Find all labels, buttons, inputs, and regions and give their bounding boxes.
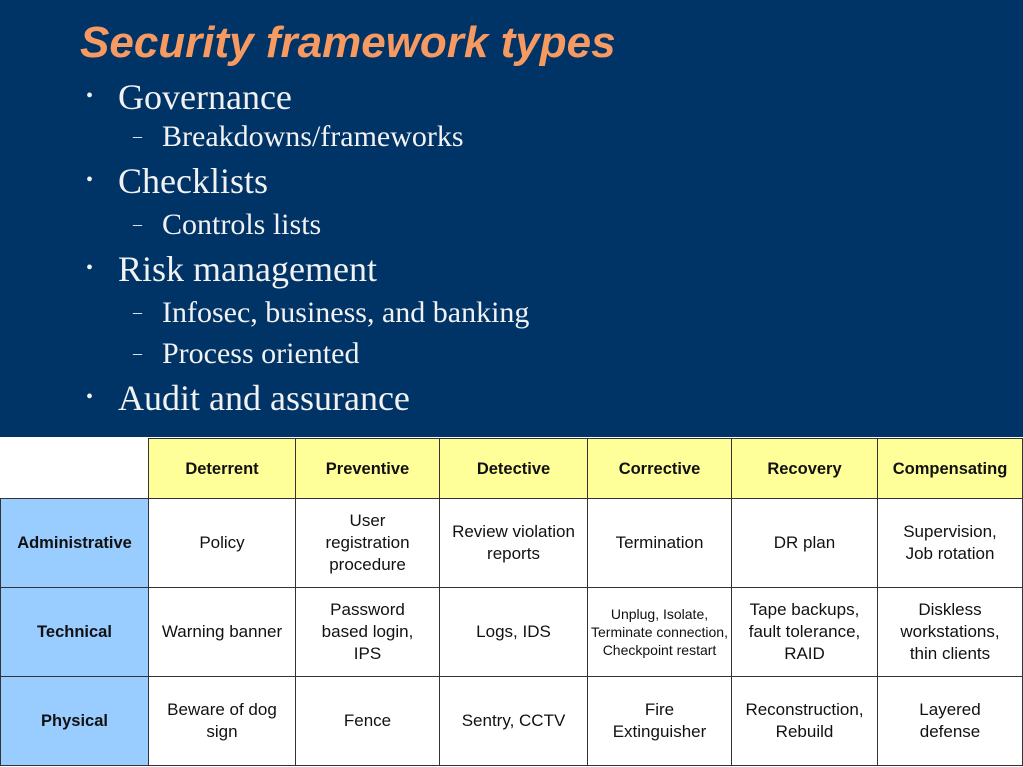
table-cell: Policy bbox=[148, 498, 296, 588]
table-cell: Password based login, IPS bbox=[295, 587, 440, 677]
bullet-icon: • bbox=[86, 169, 94, 192]
column-header-corrective: Corrective bbox=[587, 438, 732, 499]
sub-bullet-breakdowns: –Breakdowns/frameworks bbox=[133, 120, 464, 153]
table-row-technical: Technical Warning banner Password based … bbox=[0, 587, 1023, 677]
slide-title: Security framework types bbox=[80, 18, 616, 67]
table-cell: Review violation reports bbox=[439, 498, 588, 588]
bullet-icon: • bbox=[86, 386, 94, 409]
table-cell: Sentry, CCTV bbox=[439, 676, 588, 766]
table-cell: User registration procedure bbox=[295, 498, 440, 588]
table-cell: DR plan bbox=[731, 498, 878, 588]
bullet-icon: • bbox=[86, 85, 94, 108]
slide-header-area: Security framework types •Governance –Br… bbox=[0, 0, 1023, 437]
table-cell: Fire Extinguisher bbox=[587, 676, 732, 766]
bullet-risk-management: •Risk management bbox=[86, 249, 377, 289]
controls-matrix-table: Deterrent Preventive Detective Correctiv… bbox=[0, 438, 1023, 766]
dash-icon: – bbox=[133, 214, 142, 234]
row-header-technical: Technical bbox=[0, 587, 149, 677]
table-corner-cell bbox=[0, 438, 149, 499]
table-cell: Fence bbox=[295, 676, 440, 766]
table-cell: Supervision, Job rotation bbox=[877, 498, 1023, 588]
table-cell: Beware of dog sign bbox=[148, 676, 296, 766]
row-header-administrative: Administrative bbox=[0, 498, 149, 588]
table-cell: Diskless workstations, thin clients bbox=[877, 587, 1023, 677]
column-header-deterrent: Deterrent bbox=[148, 438, 296, 499]
table-row-administrative: Administrative Policy User registration … bbox=[0, 498, 1023, 588]
sub-bullet-infosec: –Infosec, business, and banking bbox=[133, 296, 530, 329]
table-cell: Tape backups, fault tolerance, RAID bbox=[731, 587, 878, 677]
bullet-icon: • bbox=[86, 257, 94, 280]
column-header-preventive: Preventive bbox=[295, 438, 440, 499]
table-cell: Warning banner bbox=[148, 587, 296, 677]
bullet-governance: •Governance bbox=[86, 77, 292, 117]
table-row-physical: Physical Beware of dog sign Fence Sentry… bbox=[0, 676, 1023, 766]
table-header-row: Deterrent Preventive Detective Correctiv… bbox=[0, 438, 1023, 499]
table-cell: Layered defense bbox=[877, 676, 1023, 766]
dash-icon: – bbox=[133, 343, 142, 363]
row-header-physical: Physical bbox=[0, 676, 149, 766]
table-cell: Unplug, Isolate, Terminate connection, C… bbox=[587, 587, 732, 677]
bullet-audit-assurance: •Audit and assurance bbox=[86, 378, 410, 418]
table-cell: Termination bbox=[587, 498, 732, 588]
sub-bullet-controls-lists: –Controls lists bbox=[133, 208, 322, 241]
bullet-checklists: •Checklists bbox=[86, 161, 268, 201]
column-header-recovery: Recovery bbox=[731, 438, 878, 499]
table-cell: Reconstruction, Rebuild bbox=[731, 676, 878, 766]
table-cell: Logs, IDS bbox=[439, 587, 588, 677]
column-header-detective: Detective bbox=[439, 438, 588, 499]
column-header-compensating: Compensating bbox=[877, 438, 1023, 499]
dash-icon: – bbox=[133, 126, 142, 146]
sub-bullet-process-oriented: –Process oriented bbox=[133, 337, 360, 370]
dash-icon: – bbox=[133, 302, 142, 322]
